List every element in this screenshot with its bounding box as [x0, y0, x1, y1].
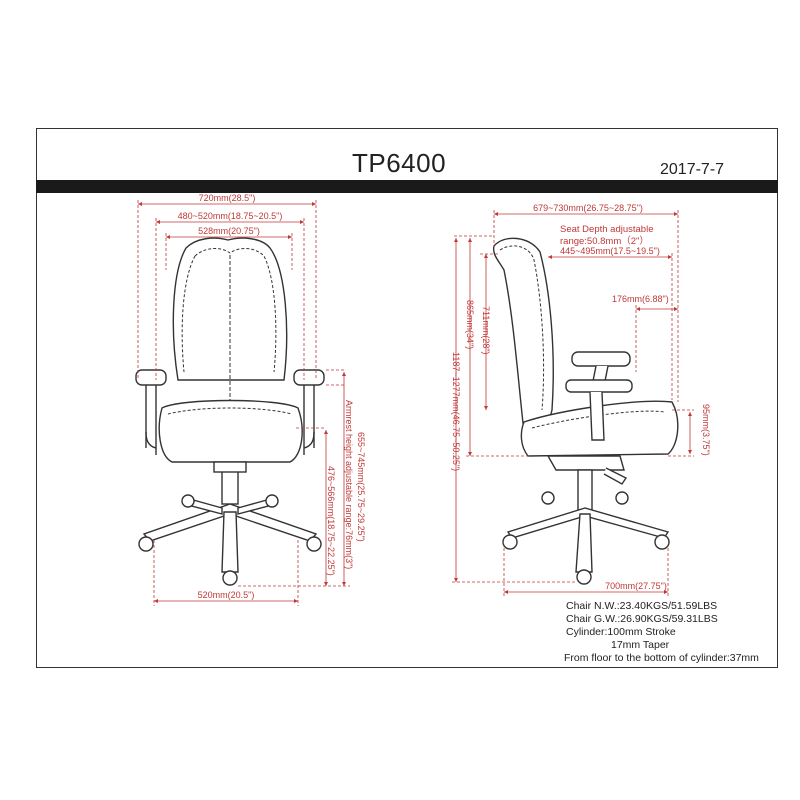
armrest-range-label: Armrest height adjustable range:76mm(3"): [344, 400, 354, 569]
seat-depth-note-line1: Seat Depth adjustable: [560, 224, 653, 235]
front-view-dimension-labels: 720mm(28.5") 480~520mm(18.75~20.5") 528m…: [178, 193, 366, 600]
arm-height-label: 655~745mm(25.75~29.25"): [356, 432, 366, 542]
seat-thickness-label: 95mm(3.75"): [701, 404, 711, 456]
front-view-dimension-lines: [137, 200, 350, 606]
seat-height-label: 476~566mm(18.75~22.25"): [326, 466, 336, 576]
side-view-chair: [492, 237, 679, 585]
front-view-chair: [135, 237, 325, 586]
title-bar: [36, 180, 778, 193]
spec-taper: 17mm Taper: [611, 639, 670, 651]
seat-to-top-label: 865mm(34"): [465, 300, 475, 349]
base-depth-label: 700mm(27.75"): [605, 581, 667, 591]
base-width-label: 520mm(20.5"): [198, 590, 255, 600]
drawing-frame: [36, 128, 778, 668]
lumbar-label: 176mm(6.88"): [612, 294, 669, 304]
side-view-dimension-labels: 679~730mm(26.75~28.75") Seat Depth adjus…: [451, 203, 711, 591]
back-height-label: 711mm(28"): [481, 306, 491, 355]
spec-gross-weight: Chair G.W.:26.90KGS/59.31LBS: [566, 613, 718, 625]
overall-width-label: 720mm(28.5"): [199, 193, 256, 203]
spec-net-weight: Chair N.W.:23.40KGS/51.59LBS: [566, 600, 718, 612]
side-view-dimension-lines: [452, 210, 694, 596]
spec-floor-clearance: From floor to the bottom of cylinder:37m…: [564, 652, 759, 664]
seat-depth-label: 445~495mm(17.5~19.5"): [560, 246, 660, 256]
model-number: TP6400: [352, 148, 447, 178]
spec-cylinder: Cylinder:100mm Stroke: [566, 626, 676, 638]
arm-inner-width-label: 480~520mm(18.75~20.5"): [178, 211, 283, 221]
drawing-date: 2017-7-7: [660, 161, 725, 178]
overall-depth-label: 679~730mm(26.75~28.75"): [533, 203, 643, 213]
overall-height-label: 1187~1277mm(46.75~50.25"): [451, 352, 461, 471]
seat-depth-note-line2: range:50.8mm（2"）: [560, 235, 649, 247]
back-width-label: 528mm(20.75"): [198, 226, 260, 236]
